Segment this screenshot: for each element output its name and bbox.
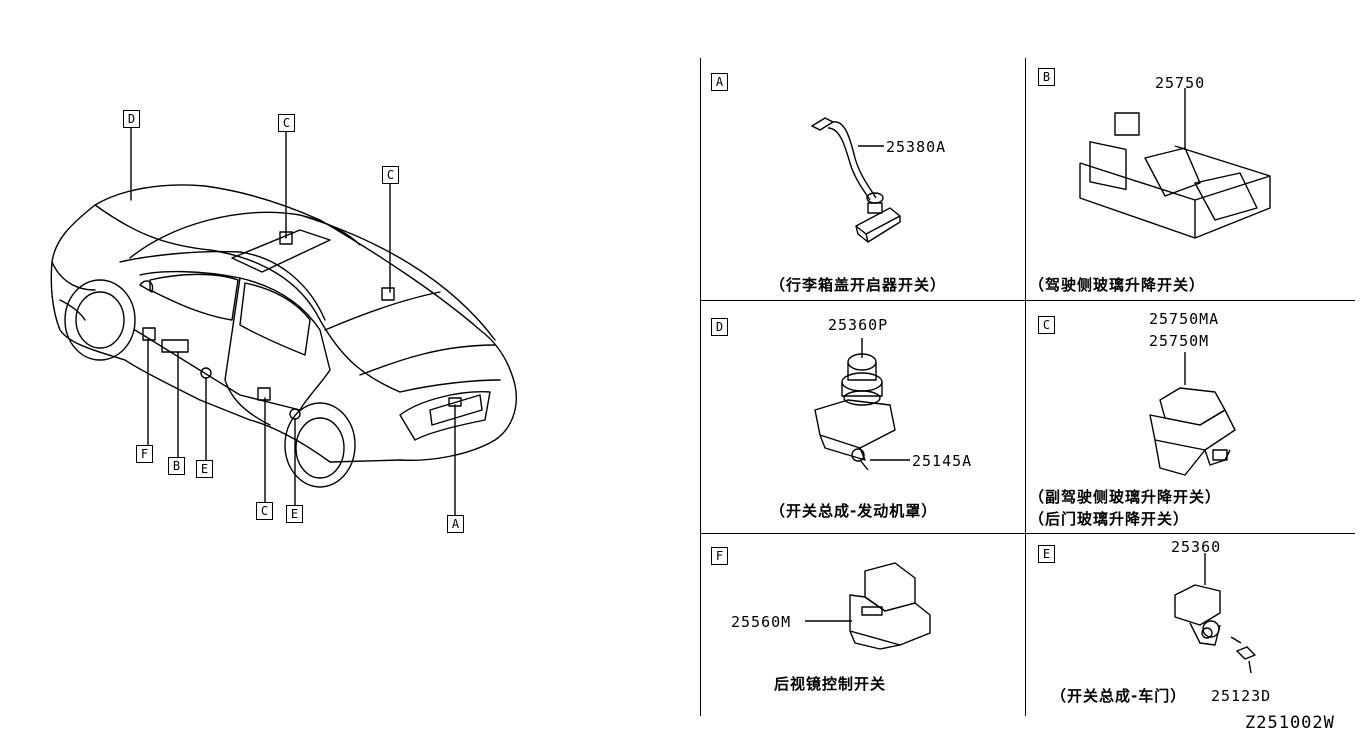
panel-e-caption: （开关总成-车门） [1051,687,1187,705]
panel-e-letter: E [1038,545,1055,563]
diagram-code: Z251002W [1245,713,1335,733]
callout-f: F [136,445,153,463]
callout-e-front: E [196,460,213,478]
panel-d: D 25360P 25145A （开关总成-发动机罩） [700,300,1025,533]
panel-b-caption: （驾驶侧玻璃升降开关） [1029,276,1206,294]
hood-switch-illustration [814,338,910,471]
part-number-25123d: 25123D [1211,687,1272,705]
panel-f: F 25560M 后视镜控制开关 [700,533,1025,716]
trunk-opener-switch-illustration [811,117,901,243]
car-illustration [50,127,517,516]
callout-c-rear: C [382,166,399,184]
callout-b: B [168,457,185,475]
panel-c-caption-line2: （后门玻璃升降开关） [1029,510,1190,528]
car-overview: D C C F B E C E A [50,110,517,533]
panel-c-letter: C [1038,316,1055,334]
part-number-25750: 25750 [1155,74,1206,92]
panel-a-letter: A [711,73,728,91]
part-number-25750ma: 25750MA [1149,310,1220,328]
part-number-25750m: 25750M [1149,332,1210,350]
panel-d-caption: （开关总成-发动机罩） [770,502,938,520]
panel-f-letter: F [711,547,728,565]
panel-e: E 25360 25123D （开关总成-车门） [1025,533,1355,716]
panel-d-letter: D [711,318,728,336]
part-number-25360: 25360 [1171,538,1222,556]
door-switch-illustration [1174,553,1256,674]
passenger-window-switch-illustration [1149,352,1236,476]
panel-a-caption: （行李箱盖开启器开关） [770,276,947,294]
part-number-25380a: 25380A [886,138,947,156]
panel-grid [700,58,1355,716]
grid-row2-separator [700,533,1355,534]
panel-c: C 25750MA 25750M （副驾驶侧玻璃升降开关） （后门玻璃升降开关） [1025,300,1355,533]
mirror-control-switch-illustration [805,562,931,650]
callout-c-door: C [256,502,273,520]
driver-window-switch-illustration [1079,88,1271,239]
part-number-25145a: 25145A [912,452,973,470]
panel-b: B 25750 （驾驶侧玻璃升降开关） [1025,58,1355,300]
grid-mid-vertical [1025,58,1026,716]
callout-e-rear: E [286,505,303,523]
part-number-25560m: 25560M [731,613,792,631]
panel-c-caption-line1: （副驾驶侧玻璃升降开关） [1029,488,1222,506]
callout-a: A [447,515,464,533]
panel-a: A 25380A （行李箱盖开启器开关） [700,58,1025,300]
part-number-25360p: 25360P [828,316,889,334]
callout-c-roof: C [278,114,295,132]
callout-d: D [123,110,140,128]
panel-f-caption: 后视镜控制开关 [774,675,887,693]
grid-row1-separator [700,300,1355,301]
grid-left-border [700,58,701,716]
panel-b-letter: B [1038,68,1055,86]
